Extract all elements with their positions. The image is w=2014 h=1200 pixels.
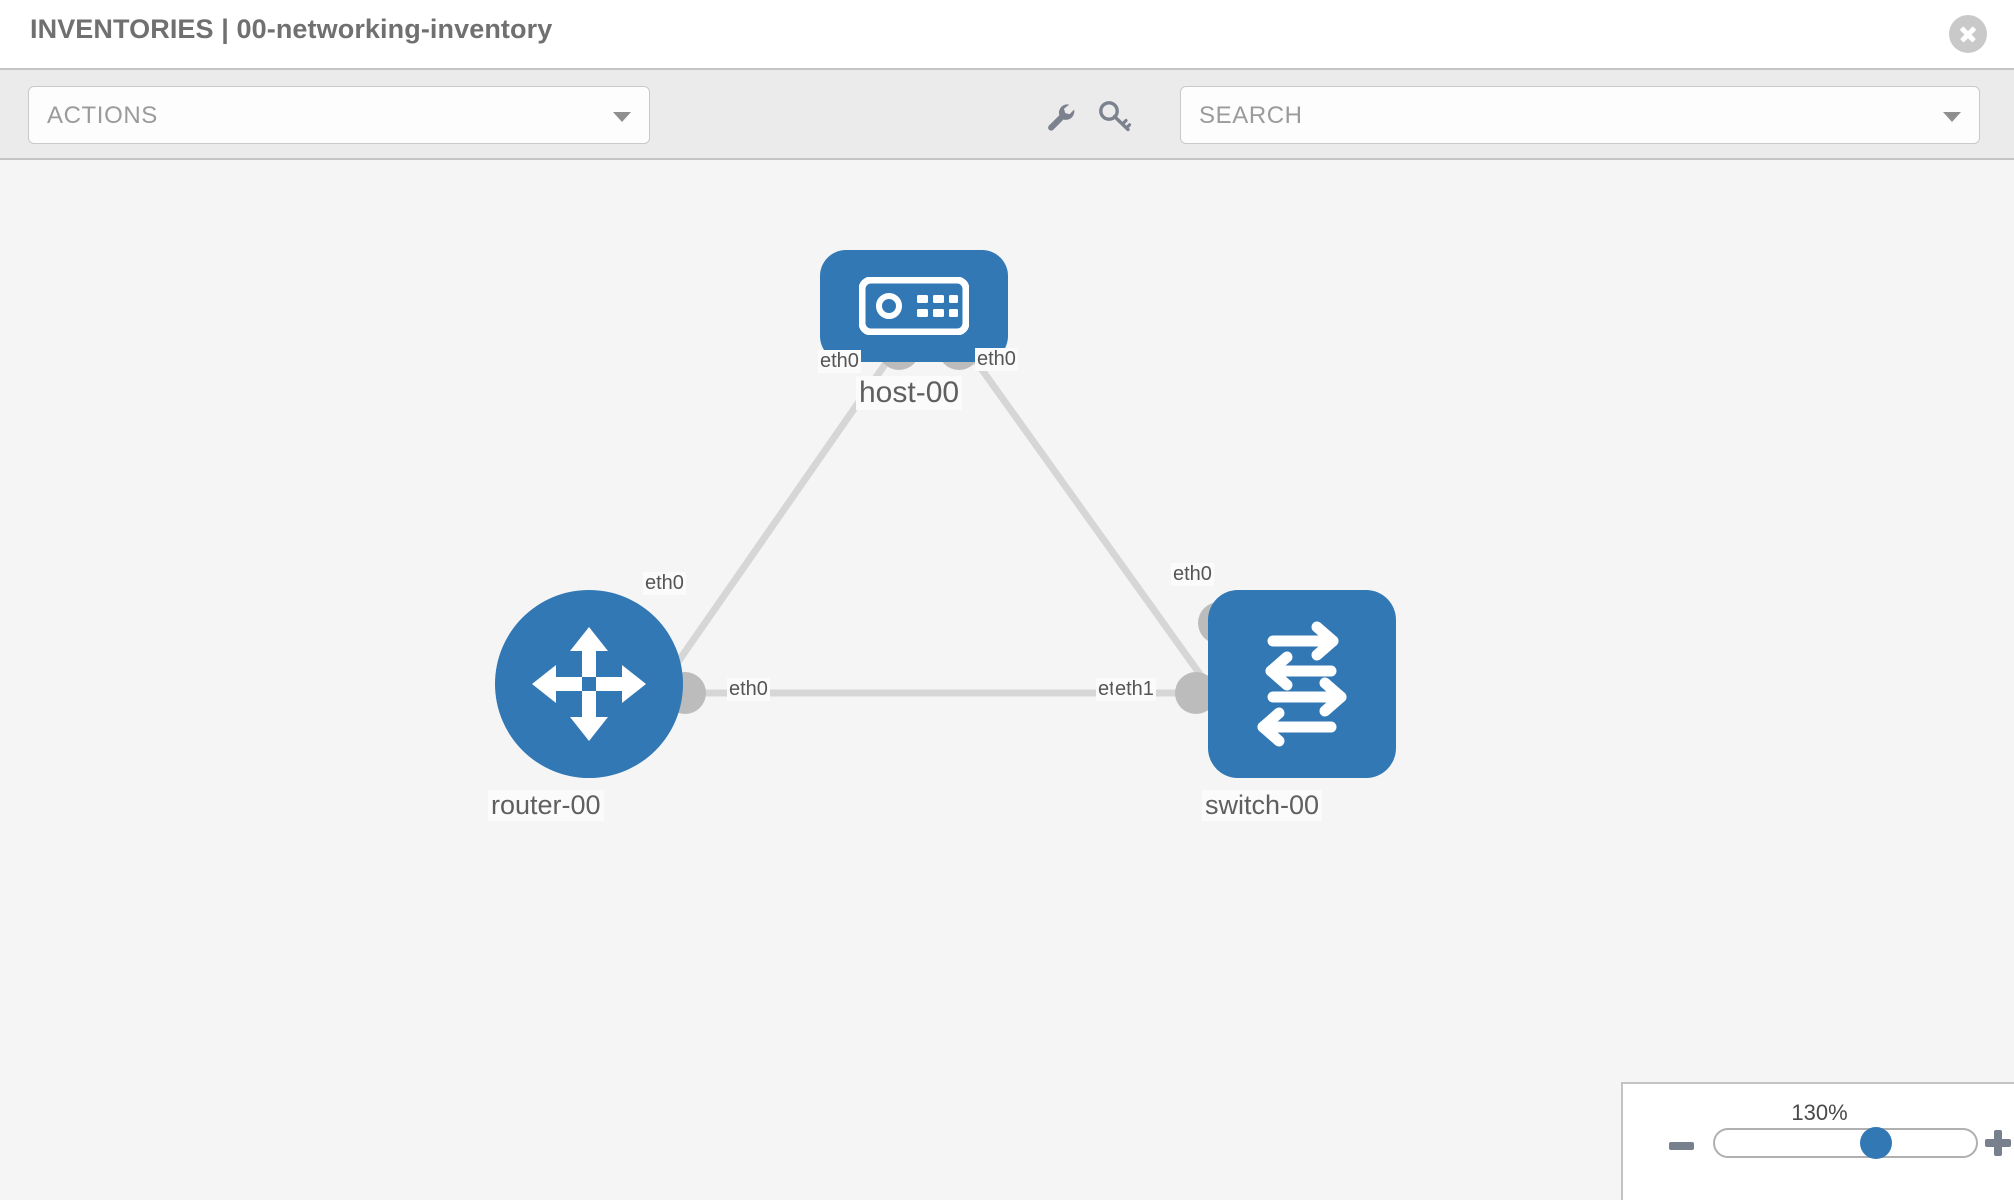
node-router-00[interactable]: router-00	[488, 590, 683, 821]
node-switch-00[interactable]: switch-00	[1202, 590, 1396, 821]
chevron-down-icon	[1943, 112, 1961, 122]
switch-icon	[1257, 621, 1347, 747]
port-label-host-left: eth0	[818, 350, 861, 373]
node-switch-00-shape	[1208, 590, 1396, 778]
node-host-00[interactable]: host-00	[820, 250, 1008, 450]
page-title: INVENTORIES | 00-networking-inventory	[30, 14, 553, 44]
key-icon[interactable]	[1096, 98, 1132, 134]
search-placeholder: SEARCH	[1199, 102, 1303, 129]
node-host-00-label: host-00	[856, 376, 963, 410]
zoom-level-label: 130%	[1791, 1100, 1848, 1125]
zoom-slider-track[interactable]	[1713, 1128, 1978, 1158]
link-host-switch	[971, 356, 1226, 709]
node-switch-00-label: switch-00	[1202, 790, 1323, 821]
node-router-00-shape	[495, 590, 683, 778]
link-host-router	[644, 356, 892, 709]
node-router-00-label: router-00	[488, 790, 604, 821]
port-label-host-right: eth0	[975, 348, 1018, 371]
close-icon[interactable]	[1949, 15, 1987, 53]
toolbar: ACTIONS SEARCH	[0, 68, 2014, 160]
server-icon	[859, 277, 969, 335]
wrench-icon[interactable]	[1042, 98, 1078, 134]
zoom-control-panel: 130%	[1621, 1082, 2014, 1200]
topology-canvas[interactable]: host-00 router-00	[0, 160, 2014, 1200]
zoom-slider-thumb[interactable]	[1859, 1127, 1892, 1159]
search-input[interactable]: SEARCH	[1180, 86, 1980, 144]
chevron-down-icon	[613, 112, 631, 122]
node-host-00-shape	[820, 250, 1008, 362]
actions-dropdown-label: ACTIONS	[47, 102, 158, 129]
actions-dropdown[interactable]: ACTIONS	[28, 86, 650, 144]
zoom-out-button[interactable]	[1669, 1142, 1694, 1150]
port-label-switch-up: eth0	[1171, 563, 1214, 586]
port-label-router-right: eth0	[727, 678, 770, 701]
page-header: INVENTORIES | 00-networking-inventory	[0, 0, 2014, 68]
router-icon	[532, 627, 646, 741]
port-label-switch-left: eth1	[1113, 678, 1156, 701]
port-label-router-up: eth0	[643, 572, 686, 595]
zoom-in-button[interactable]	[1985, 1130, 2011, 1156]
